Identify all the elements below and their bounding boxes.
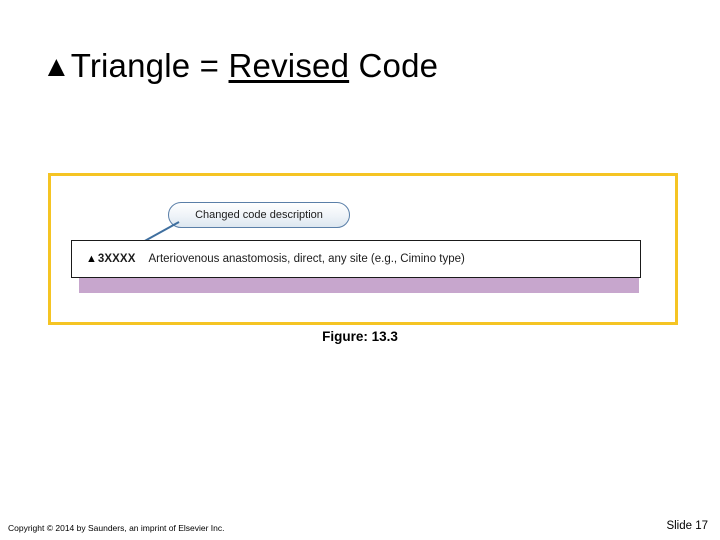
code-number: 3XXXX	[97, 253, 136, 265]
page-title: ▲Triangle = Revised Code	[42, 47, 682, 85]
page-title-emphasis: Revised	[228, 47, 350, 84]
revised-code-triangle-icon: ▲	[86, 252, 97, 265]
figure-caption: Figure: 13.3	[322, 329, 398, 344]
code-description: Arteriovenous anastomosis, direct, any s…	[148, 253, 465, 265]
figure-frame: Changed code description ▲ 3XXXX Arterio…	[48, 173, 678, 325]
page-title-text-part1: Triangle =	[70, 47, 229, 84]
callout-bubble-label: Changed code description	[195, 209, 323, 221]
footer-slide-number: Slide 17	[666, 520, 708, 532]
page-title-text-part2: Code	[349, 47, 439, 84]
callout-bubble: Changed code description	[168, 202, 350, 228]
footer-copyright: Copyright © 2014 by Saunders, an imprint…	[8, 523, 225, 533]
code-row: ▲ 3XXXX Arteriovenous anastomosis, direc…	[71, 240, 641, 278]
triangle-symbol-icon: ▲	[42, 51, 71, 83]
